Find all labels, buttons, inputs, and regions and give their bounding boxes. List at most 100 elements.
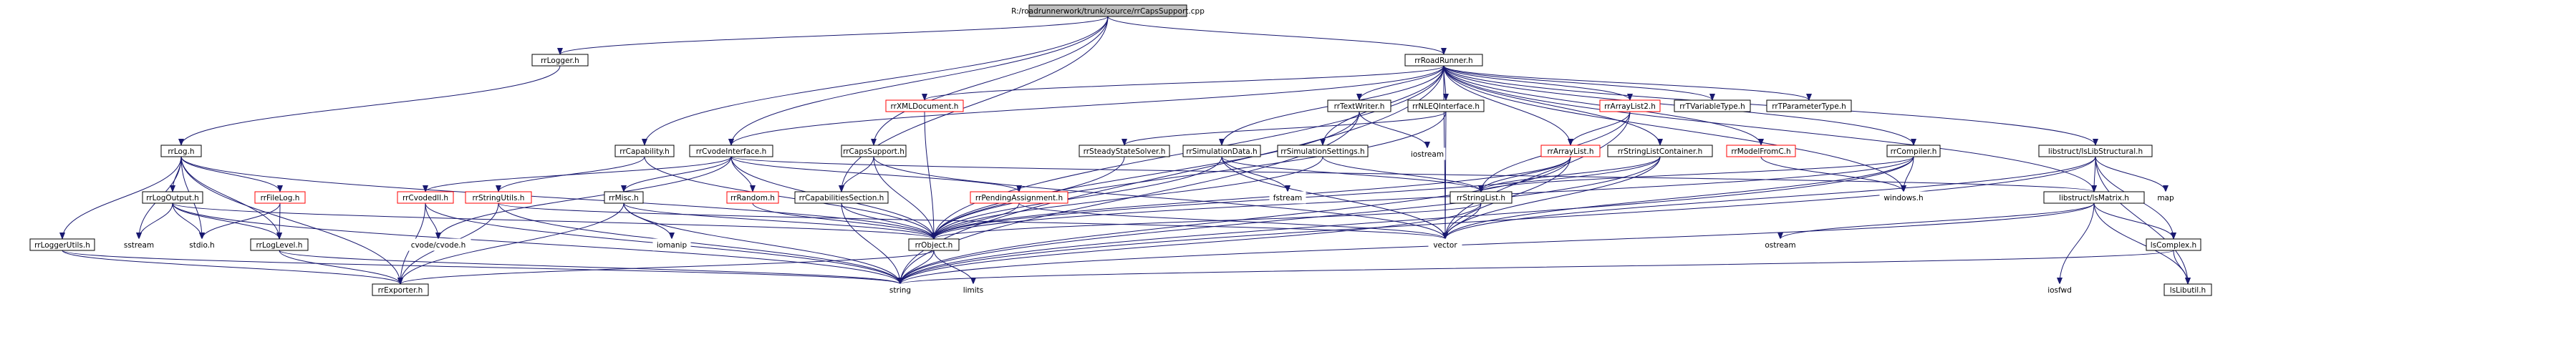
- node-box-rrSimulationSettings: [1277, 145, 1369, 157]
- node-rrLogOutput[interactable]: rrLogOutput.h: [142, 191, 203, 204]
- node-libstructLibStructural[interactable]: libstruct/lsLibStructural.h: [2038, 145, 2153, 157]
- node-box-rrTextWriter: [1327, 99, 1391, 112]
- edge-rrMisc-to-iomanip: [623, 202, 675, 240]
- node-label-root: R:/roadrunnerwork/trunk/source/rrCapsSup…: [1011, 7, 1205, 16]
- node-label-iostream: iostream: [1411, 150, 1444, 159]
- edge-lsComplex-to-string: [897, 250, 2174, 285]
- edge-rrLog-to-rrObject: [180, 156, 937, 240]
- edge-rrStringList-to-vector: [1442, 202, 1482, 240]
- edge-libstructLibStructural-to-string: [897, 156, 2096, 285]
- node-label-sstream: sstream: [124, 241, 154, 250]
- node-rrCapability[interactable]: rrCapability.h: [614, 145, 675, 157]
- node-label-rrRandom: rrRandom.h: [730, 194, 775, 202]
- edge-rrRoadRunner-to-rrTParameterType: [1443, 65, 1812, 101]
- node-rrLoggerUtils[interactable]: rrLoggerUtils.h: [29, 238, 95, 251]
- edge-rrLog-to-rrLoggerUtils: [59, 156, 182, 240]
- node-box-limits: [957, 283, 989, 296]
- node-rrTParameterType[interactable]: rrTParameterType.h: [1766, 99, 1852, 112]
- node-box-fstream: [1269, 191, 1306, 204]
- node-box-iostream: [1409, 147, 1446, 160]
- node-map: map: [2153, 191, 2179, 204]
- node-box-stdio: [185, 238, 219, 251]
- node-rrStringList[interactable]: rrStringList.h: [1449, 191, 1513, 204]
- node-label-rrCvodedll: rrCvodedll.h: [402, 194, 448, 202]
- node-rrRandom[interactable]: rrRandom.h: [726, 191, 779, 204]
- edge-root-to-rrCapability: [642, 16, 1109, 146]
- edge-libstructLibMatrix-to-iosfwd: [2057, 202, 2095, 285]
- edge-rrCompiler-to-rrObject: [931, 156, 1914, 240]
- node-label-rrLogOutput: rrLogOutput.h: [146, 194, 199, 202]
- edge-rrRoadRunner-to-rrTVariableType: [1443, 65, 1715, 101]
- node-box-lsLibutil: [2163, 283, 2212, 296]
- node-rrCapabilitiesSection[interactable]: rrCapabilitiesSection.h: [794, 191, 889, 204]
- edge-rrModelFromC-to-windows: [1760, 156, 1906, 192]
- node-box-rrFileLog: [254, 191, 306, 204]
- node-rrCapsSupportH[interactable]: rrCapsSupport.h: [841, 145, 907, 157]
- node-label-rrCapsSupportH: rrCapsSupport.h: [843, 147, 905, 156]
- node-rrStringListContainer[interactable]: rrStringListContainer.h: [1607, 145, 1713, 157]
- node-lsLibutil[interactable]: lsLibutil.h: [2163, 283, 2212, 296]
- node-box-rrLogger: [531, 54, 589, 67]
- node-label-rrModelFromC: rrModelFromC.h: [1731, 147, 1790, 156]
- node-rrArrayList[interactable]: rrArrayList.h: [1540, 145, 1601, 157]
- node-rrLogger[interactable]: rrLogger.h: [531, 54, 589, 67]
- node-rrExporter[interactable]: rrExporter.h: [372, 283, 429, 296]
- edge-rrCapsSupportH-to-vector: [873, 156, 1448, 240]
- node-rrCvodeInterface[interactable]: rrCvodeInterface.h: [689, 145, 773, 157]
- node-rrFileLog[interactable]: rrFileLog.h: [254, 191, 306, 204]
- node-box-rrCapability: [614, 145, 675, 157]
- node-cvodecvode: cvode/cvode.h: [405, 238, 471, 251]
- edge-rrSimulationSettings-to-rrObject: [931, 156, 1323, 240]
- node-label-rrLogger: rrLogger.h: [541, 57, 579, 65]
- node-rrTextWriter[interactable]: rrTextWriter.h: [1327, 99, 1391, 112]
- node-rrCompiler[interactable]: rrCompiler.h: [1886, 145, 1941, 157]
- node-label-rrLogLevel: rrLogLevel.h: [256, 241, 303, 250]
- edge-rrLog-to-rrExporter: [180, 156, 403, 285]
- node-box-rrStringListContainer: [1607, 145, 1713, 157]
- node-rrSimulationSettings[interactable]: rrSimulationSettings.h: [1277, 145, 1369, 157]
- node-rrCvodedll[interactable]: rrCvodedll.h: [397, 191, 454, 204]
- node-label-rrMisc: rrMisc.h: [609, 194, 639, 202]
- edge-rrLogLevel-to-rrExporter: [279, 250, 403, 285]
- edge-rrRoadRunner-to-libstructLibMatrix: [1443, 65, 2097, 192]
- node-rrXMLDocument[interactable]: rrXMLDocument.h: [885, 99, 964, 112]
- edge-rrSimulationData-to-fstream: [1221, 156, 1291, 192]
- edge-libstructLibStructural-to-lsLibutil: [2095, 156, 2191, 285]
- node-rrSteadyStateSolver[interactable]: rrSteadyStateSolver.h: [1079, 145, 1170, 157]
- edge-rrNLEQInterface-to-rrObject: [931, 111, 1447, 240]
- node-rrRoadRunner[interactable]: rrRoadRunner.h: [1404, 54, 1483, 67]
- node-rrModelFromC[interactable]: rrModelFromC.h: [1726, 145, 1796, 157]
- node-label-rrStringListContainer: rrStringListContainer.h: [1618, 147, 1702, 156]
- edge-rrFileLog-to-stdio: [199, 202, 281, 240]
- edge-rrRoadRunner-to-rrTextWriter: [1356, 65, 1444, 101]
- node-rrLogLevel[interactable]: rrLogLevel.h: [250, 238, 309, 251]
- node-box-sstream: [120, 238, 158, 251]
- node-label-rrNLEQInterface: rrNLEQInterface.h: [1412, 102, 1480, 111]
- edge-root-to-rrCvodeInterface: [728, 16, 1109, 146]
- edge-rrCompiler-to-vector: [1442, 156, 1914, 240]
- node-rrLog[interactable]: rrLog.h: [160, 145, 202, 157]
- node-root[interactable]: R:/roadrunnerwork/trunk/source/rrCapsSup…: [1011, 4, 1205, 17]
- node-rrMisc[interactable]: rrMisc.h: [604, 191, 644, 204]
- node-label-cvodecvode: cvode/cvode.h: [411, 241, 466, 250]
- node-stdio: stdio.h: [185, 238, 219, 251]
- node-rrNLEQInterface[interactable]: rrNLEQInterface.h: [1407, 99, 1485, 112]
- edge-rrCvodeInterface-to-libstructLibMatrix: [730, 156, 2097, 192]
- node-rrArrayList2[interactable]: rrArrayList2.h: [1599, 99, 1661, 112]
- node-lsComplex[interactable]: lsComplex.h: [2146, 238, 2201, 251]
- node-libstructLibMatrix[interactable]: libstruct/lsMatrix.h: [2043, 191, 2145, 204]
- edge-rrRoadRunner-to-rrCvodeInterface: [728, 65, 1444, 146]
- node-rrObject[interactable]: rrObject.h: [908, 238, 960, 251]
- node-rrTVariableType[interactable]: rrTVariableType.h: [1674, 99, 1751, 112]
- node-rrSimulationData[interactable]: rrSimulationData.h: [1182, 145, 1261, 157]
- node-box-rrLog: [160, 145, 202, 157]
- node-box-rrStringUtils: [465, 191, 532, 204]
- edge-rrPendingAssignment-to-vector: [1018, 202, 1448, 240]
- node-box-rrArrayList2: [1599, 99, 1661, 112]
- edge-rrCapsSupportH-to-rrCapabilitiesSection: [839, 156, 874, 192]
- node-rrStringUtils[interactable]: rrStringUtils.h: [465, 191, 532, 204]
- node-box-rrNLEQInterface: [1407, 99, 1485, 112]
- edge-rrRoadRunner-to-windows: [1443, 65, 1906, 192]
- edge-rrNLEQInterface-to-vector: [1442, 111, 1449, 240]
- node-rrPendingAssignment[interactable]: rrPendingAssignment.h: [970, 191, 1068, 204]
